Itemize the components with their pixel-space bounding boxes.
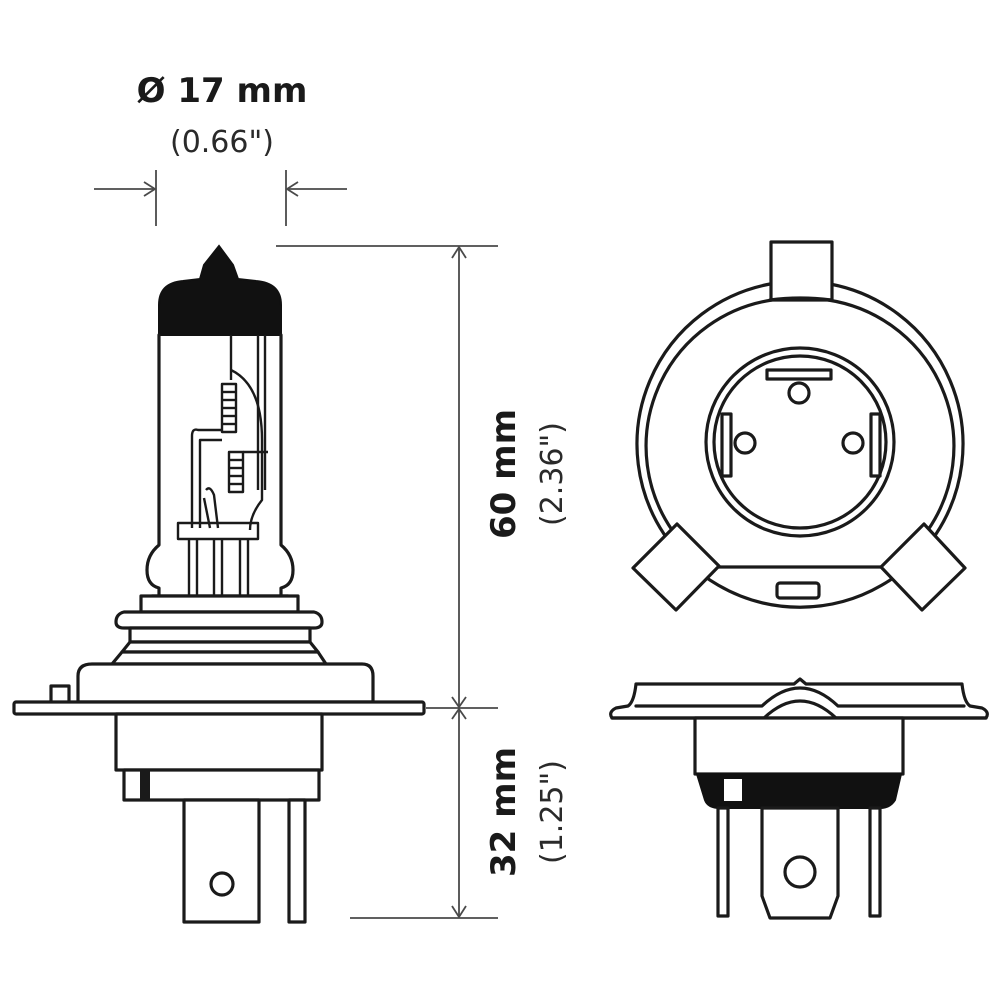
- bottom-slot: [775, 581, 821, 600]
- inner-socket-inner: [712, 354, 888, 530]
- pin-hole-left-icon: [733, 431, 757, 455]
- right-flange-tab: [879, 522, 967, 612]
- diameter-dimension: Ø 17 mm (0.66"): [94, 71, 347, 226]
- bulb-side-view: [12, 244, 426, 924]
- terminal-blade-wide: [182, 798, 261, 924]
- base-housing: [76, 662, 375, 704]
- diameter-metric-label: Ø 17 mm: [137, 71, 308, 111]
- key-slot-left: [720, 412, 733, 478]
- rotated-small-tab: [722, 777, 744, 803]
- terminal-hole-icon: [209, 871, 235, 897]
- arrowhead-up-icon: [451, 707, 467, 720]
- height-dimensions: 60 mm (2.36") 32 mm (1.25"): [276, 245, 570, 919]
- height-base-metric-label: 32 mm: [484, 747, 524, 877]
- bulb-rotated-side-view: [609, 677, 989, 920]
- flange-profile: [609, 677, 989, 720]
- arrowhead-up-icon: [451, 245, 467, 259]
- height-base-imperial-label: (1.25"): [535, 760, 570, 864]
- inner-socket-outer: [704, 346, 896, 538]
- arrowhead-right-icon: [143, 181, 157, 197]
- height-glass-imperial-label: (2.36"): [535, 422, 570, 526]
- arrowhead-down-icon: [451, 905, 467, 919]
- arrowhead-left-icon: [285, 181, 299, 197]
- bulb-glass-envelope: [145, 333, 295, 598]
- filament-assembly: [176, 335, 268, 596]
- outer-flange-ring: [635, 282, 965, 609]
- base-collar-top: [139, 594, 300, 614]
- base-flange-ring: [114, 610, 324, 630]
- rotated-terminal-hole-icon: [783, 855, 817, 889]
- socket-step: [122, 768, 321, 802]
- bulb-black-cap: [158, 244, 282, 336]
- terminal-pin-narrow: [287, 798, 307, 924]
- rotated-pin-right: [868, 806, 882, 918]
- pin-hole-right-icon: [841, 431, 865, 455]
- key-slot-top: [765, 368, 833, 381]
- rotated-socket-body: [693, 716, 905, 776]
- rotated-pin-left: [716, 806, 730, 918]
- diameter-imperial-label: (0.66"): [170, 125, 274, 160]
- socket-body: [114, 712, 324, 772]
- height-glass-metric-label: 60 mm: [484, 409, 524, 539]
- top-locating-tab: [769, 240, 834, 302]
- mounting-flange: [12, 700, 426, 716]
- left-flange-tab: [631, 522, 721, 612]
- bulb-end-view: [631, 240, 967, 612]
- key-slot-right: [869, 412, 882, 478]
- pin-hole-top-icon: [787, 381, 811, 405]
- arrowhead-down-icon: [451, 696, 467, 709]
